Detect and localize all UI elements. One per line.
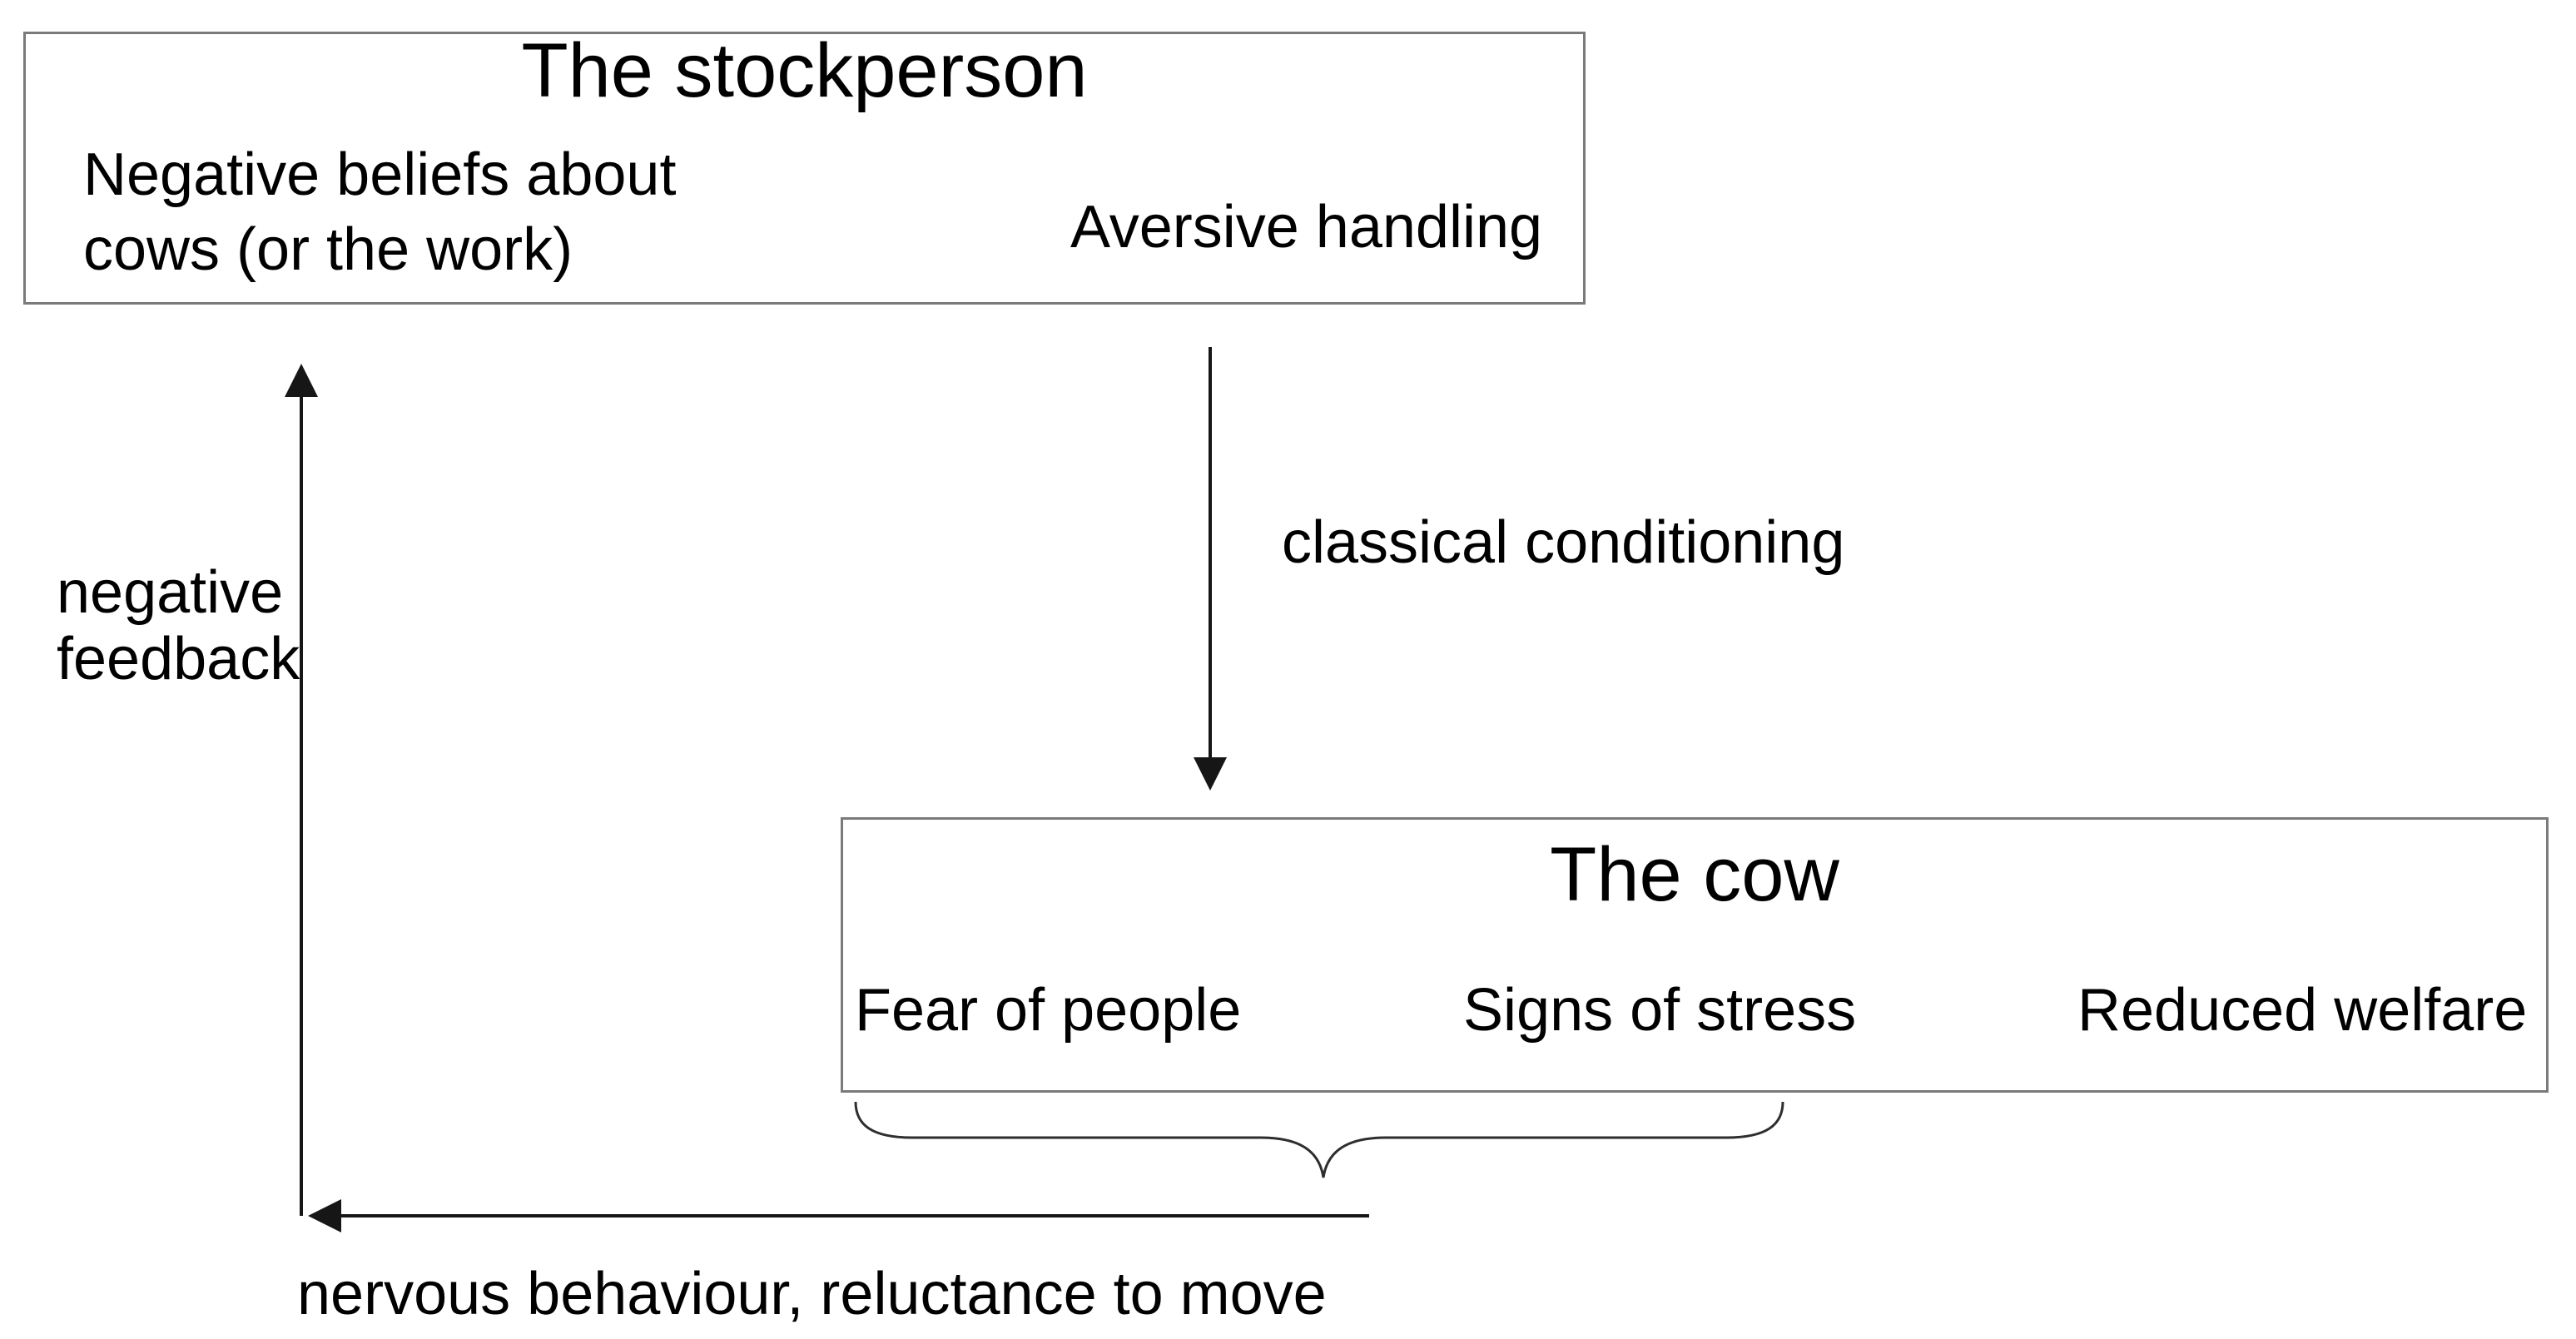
stockperson-box-title: The stockperson [521, 28, 1088, 113]
cow-box-title: The cow [1550, 832, 1839, 917]
label-classical-conditioning: classical conditioning [1282, 509, 1845, 576]
node-negative-beliefs: Negative beliefs about cows (or the work… [83, 141, 677, 283]
node-signs-of-stress: Signs of stress [1463, 977, 1857, 1044]
brace-cow-outputs [854, 1101, 1784, 1178]
node-fear-of-people: Fear of people [855, 977, 1242, 1044]
node-aversive-handling: Aversive handling [1070, 194, 1543, 260]
label-nervous-behaviour: nervous behaviour, reluctance to move [297, 1261, 1327, 1327]
node-reduced-welfare: Reduced welfare [2077, 977, 2528, 1044]
label-negative-feedback: negative feedback [57, 559, 300, 692]
cow-box: The cow Fear of people Signs of stress R… [841, 817, 2549, 1093]
stockperson-box: The stockperson Negative beliefs about c… [23, 32, 1586, 305]
